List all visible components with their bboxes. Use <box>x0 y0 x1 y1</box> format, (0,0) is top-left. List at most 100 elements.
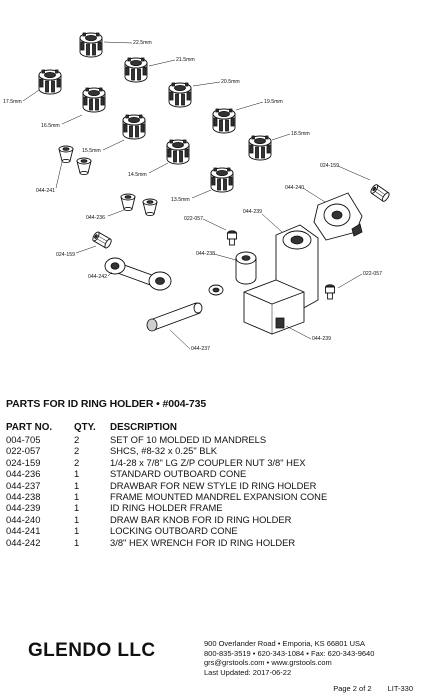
page-footer: Page 2 of 2 LIT-330 <box>333 684 413 693</box>
description-cell: STANDARD OUTBOARD CONE <box>110 468 247 480</box>
callout-024-159-left: 024-159 <box>56 252 75 258</box>
header-description: DESCRIPTION <box>110 422 177 433</box>
part-number-cell: 044-237 <box>6 479 41 491</box>
callout-044-240: 044-240 <box>285 185 304 191</box>
hex-wrench-044-242 <box>104 257 172 291</box>
expansion-cone-044-238 <box>208 251 257 296</box>
label-20-5mm: 20.5mm <box>221 79 240 85</box>
mandrel-16-5mm <box>82 87 106 113</box>
callout-044-238: 044-238 <box>196 251 215 257</box>
frame-044-239 <box>243 224 319 335</box>
header-qty: QTY. <box>74 422 96 433</box>
mandrel-18-5mm <box>248 135 272 161</box>
part-number-cell: 044-238 <box>6 491 41 503</box>
screw-022-057-right <box>325 284 335 300</box>
table-row: 022-057 2 SHCS, #8-32 x 0.25" BLK <box>6 445 418 456</box>
label-22-5mm: 22.5mm <box>133 40 152 46</box>
company-logo: GLENDO LLC <box>28 640 156 661</box>
callout-044-239-bottom: 044-239 <box>312 336 331 342</box>
label-14-5mm: 14.5mm <box>128 172 147 178</box>
description-cell: SET OF 10 MOLDED ID MANDRELS <box>110 434 267 445</box>
table-row: 024-159 2 1/4-28 x 7/8" LG Z/P COUPLER NUT… <box>6 457 418 468</box>
part-callouts: 024-159 044-240 044-241 044-236 024-159 … <box>36 161 382 352</box>
label-15-5mm: 15.5mm <box>82 148 101 154</box>
table-row: 004-705 2 SET OF 10 MOLDED ID MANDRELS <box>6 434 418 445</box>
mandrel-size-labels: 22.5mm 21.5mm 20.5mm 19.5mm 18.5mm 17.5m… <box>3 40 310 203</box>
mandrel-20-5mm <box>168 82 192 108</box>
callout-044-239-top: 044-239 <box>243 209 262 215</box>
company-contact: 900 Overlander Road • Emporia, KS 66801 … <box>204 639 374 677</box>
callout-024-159-right: 024-159 <box>320 163 339 169</box>
quantity-cell: 2 <box>74 434 80 445</box>
callout-044-241: 044-241 <box>36 188 55 194</box>
drawbar-044-237 <box>146 302 203 332</box>
cone-044-236 <box>120 193 158 217</box>
mandrel-14-5mm <box>166 139 190 165</box>
company-address: 900 Overlander Road • Emporia, KS 66801 … <box>204 639 366 648</box>
quantity-cell: 1 <box>74 513 80 525</box>
screw-022-057-top <box>227 230 237 246</box>
mandrel-13-5mm <box>210 167 234 193</box>
quantity-cell: 1 <box>74 491 80 503</box>
callout-044-236: 044-236 <box>86 215 105 221</box>
quantity-cell: 1 <box>74 536 80 548</box>
part-number-cell: 044-240 <box>6 513 41 525</box>
description-cell: FRAME MOUNTED MANDREL EXPANSION CONE <box>110 491 328 503</box>
part-number-cell: 044-239 <box>6 502 41 514</box>
table-row: 044-240 1 DRAW BAR KNOB FOR ID RING HOLDER <box>6 514 418 525</box>
label-19-5mm: 19.5mm <box>264 99 283 105</box>
page-number: Page 2 of 2 <box>333 684 372 693</box>
knob-044-240 <box>313 192 363 241</box>
table-row: 044-239 1 ID RING HOLDER FRAME <box>6 502 418 513</box>
label-13-5mm: 13.5mm <box>171 197 190 203</box>
header-part-no: PART NO. <box>6 422 53 433</box>
parts-table: PART NO. QTY. DESCRIPTION 004-705 2 SET OF… <box>6 422 418 548</box>
quantity-cell: 2 <box>74 445 80 457</box>
part-number-cell: 044-241 <box>6 525 41 537</box>
quantity-cell: 2 <box>74 456 80 468</box>
label-16-5mm: 16.5mm <box>41 123 60 129</box>
label-17-5mm: 17.5mm <box>3 99 22 105</box>
description-cell: DRAWBAR FOR NEW STYLE ID RING HOLDER <box>110 479 317 491</box>
description-cell: LOCKING OUTBOARD CONE <box>110 525 238 537</box>
label-21-5mm: 21.5mm <box>176 57 195 63</box>
label-18-5mm: 18.5mm <box>291 131 310 137</box>
company-phones: 800-835-3519 • 620-343-1084 • Fax: 620-3… <box>204 648 375 658</box>
quantity-cell: 1 <box>74 525 80 537</box>
table-row: 044-237 1 DRAWBAR FOR NEW STYLE ID RING HO… <box>6 480 418 491</box>
exploded-parts-diagram: 22.5mm 21.5mm 20.5mm 19.5mm 18.5mm 17.5m… <box>3 32 391 352</box>
table-row: 044-236 1 STANDARD OUTBOARD CONE <box>6 468 418 479</box>
part-number-cell: 044-236 <box>6 468 41 480</box>
table-row: 044-242 1 3/8" HEX WRENCH FOR ID RING HOLD… <box>6 537 418 548</box>
part-number-cell: 022-057 <box>6 445 41 457</box>
part-number-cell: 024-159 <box>6 456 41 468</box>
table-row: 044-238 1 FRAME MOUNTED MANDREL EXPANSION … <box>6 491 418 502</box>
description-cell: 3/8" HEX WRENCH FOR ID RING HOLDER <box>110 536 296 548</box>
table-row: 044-241 1 LOCKING OUTBOARD CONE <box>6 525 418 536</box>
description-cell: SHCS, #8-32 x 0.25" BLK <box>110 445 218 457</box>
coupler-024-159-right <box>369 183 391 203</box>
mandrel-22-5mm <box>79 32 103 58</box>
description-cell: ID RING HOLDER FRAME <box>110 502 223 514</box>
quantity-cell: 1 <box>74 468 80 480</box>
last-updated: Last Updated: 2017-06-22 <box>204 667 292 677</box>
description-cell: DRAW BAR KNOB FOR ID RING HOLDER <box>110 513 292 525</box>
document-id: LIT-330 <box>387 684 413 693</box>
callout-022-057-right: 022-057 <box>363 271 382 277</box>
description-cell: 1/4-28 x 7/8" LG Z/P COUPLER NUT 3/8" HE… <box>110 456 306 468</box>
callout-044-242: 044-242 <box>88 274 107 280</box>
company-web: grs@grstools.com • www.grstools.com <box>204 658 332 668</box>
callout-022-057-top: 022-057 <box>184 216 203 222</box>
callout-044-237: 044-237 <box>191 346 210 352</box>
quantity-cell: 1 <box>74 479 80 491</box>
parts-list-title: PARTS FOR ID RING HOLDER • #004-735 <box>6 398 207 410</box>
parts-table-header: PART NO. QTY. DESCRIPTION <box>6 422 418 434</box>
part-number-cell: 044-242 <box>6 536 41 548</box>
mandrel-21-5mm <box>124 57 148 83</box>
part-number-cell: 004-705 <box>6 434 41 445</box>
mandrel-15-5mm <box>122 114 146 140</box>
quantity-cell: 1 <box>74 502 80 514</box>
mandrel-19-5mm <box>212 108 236 134</box>
mandrel-17-5mm <box>38 69 62 95</box>
